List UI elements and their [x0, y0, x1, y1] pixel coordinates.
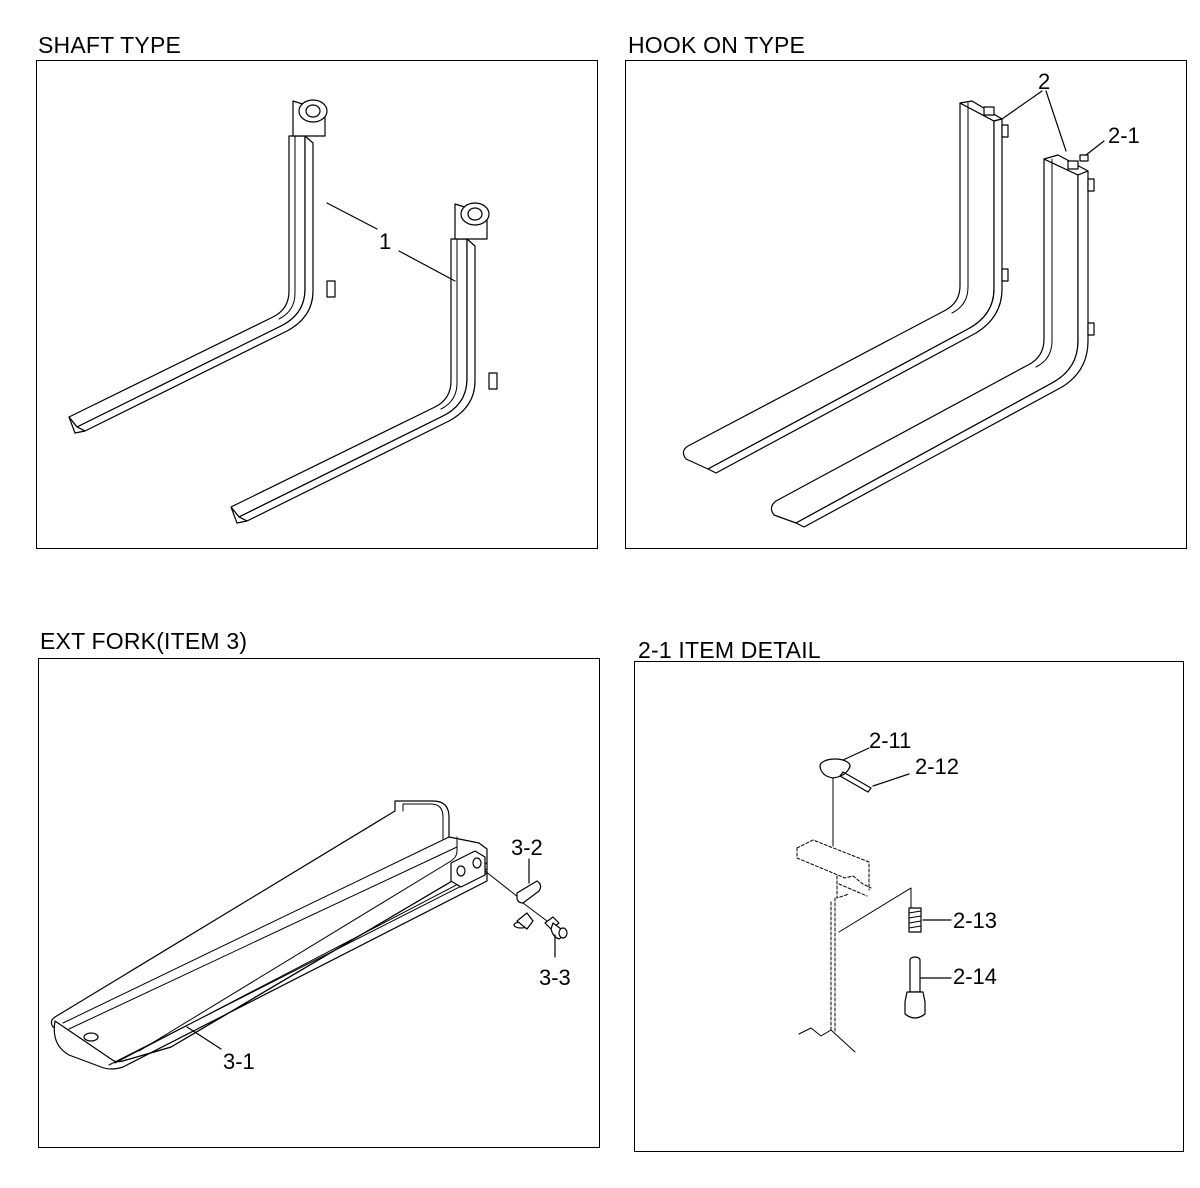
callout-3-2: 3-2	[511, 835, 543, 860]
callout-3-1: 3-1	[223, 1049, 255, 1074]
detail-rod	[839, 771, 872, 793]
shaft-fork-rear	[68, 99, 336, 434]
callout-2: 2	[1038, 69, 1050, 94]
callout-1: 1	[379, 229, 391, 254]
callout-2-1: 2-1	[1108, 123, 1140, 148]
callout-2-12: 2-12	[915, 754, 959, 779]
shaft-type-panel: 1	[36, 60, 598, 549]
hook-on-type-title: HOOK ON TYPE	[628, 32, 806, 58]
ext-fork-title: EXT FORK(ITEM 3)	[40, 628, 248, 654]
item-detail-panel: 2-11 2-12 2-13 2-14	[634, 661, 1184, 1152]
item-detail-title: 2-1 ITEM DETAIL	[638, 637, 821, 663]
callout-2-14: 2-14	[953, 964, 997, 989]
hook-fork-front	[770, 154, 1095, 528]
hook-on-type-drawing: 2 2-1	[682, 69, 1140, 528]
ext-fork-drawing: 3-2 3-3 3-1	[50, 800, 571, 1074]
callout-2-11: 2-11	[869, 728, 911, 753]
detail-break-line	[798, 1027, 856, 1053]
detail-spring	[838, 887, 922, 933]
hook-on-type-panel: 2 2-1	[625, 60, 1187, 549]
detail-lock-pin	[904, 956, 926, 1019]
hook-fork-rear	[682, 100, 1009, 474]
shaft-fork-front	[230, 202, 498, 524]
ext-fork-panel: 3-2 3-3 3-1	[38, 658, 600, 1148]
detail-bracket	[796, 777, 872, 1033]
detail-knob	[819, 758, 851, 779]
ext-fork-pin	[484, 870, 542, 930]
shaft-type-drawing: 1	[68, 99, 498, 524]
item-detail-drawing: 2-11 2-12 2-13 2-14	[796, 728, 997, 1053]
ext-fork-body	[50, 800, 488, 1070]
callout-3-3: 3-3	[539, 965, 571, 990]
shaft-type-title: SHAFT TYPE	[38, 32, 182, 58]
callout-2-13: 2-13	[953, 908, 997, 933]
